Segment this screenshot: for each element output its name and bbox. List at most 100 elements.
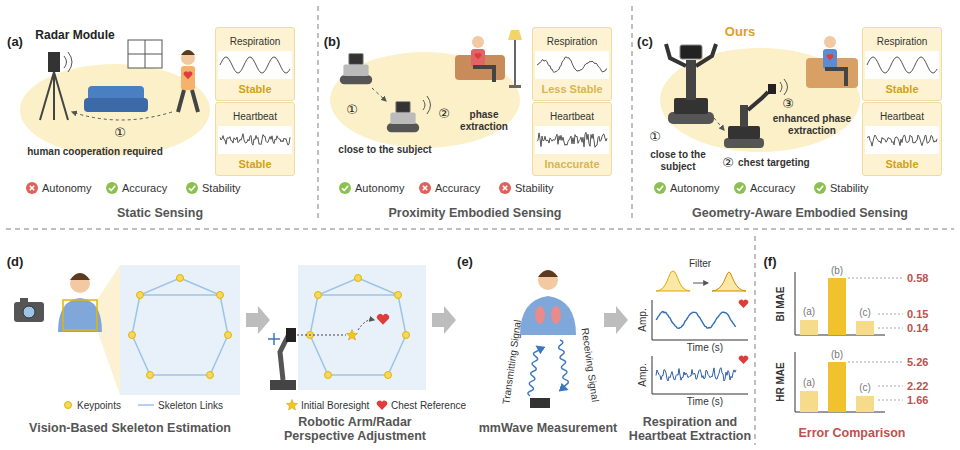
stage-title: Robotic Arm/Radar Perspective Adjustment [275, 415, 435, 444]
callout-number: ② [722, 156, 734, 171]
annotation: chest targeting [738, 157, 810, 169]
waveform [867, 135, 937, 146]
bar-label: (b) [831, 349, 843, 361]
criterion-label: Autonomy [670, 182, 720, 195]
bar-label: (a) [803, 377, 815, 389]
signal-name: Respiration [547, 36, 598, 47]
axis-label: Receiving Signal [579, 327, 601, 402]
callout-number: ② [438, 107, 450, 122]
panel-tag: (b) [324, 35, 341, 50]
signal-box: HeartbeatInaccurate [532, 102, 612, 176]
signal-wave [865, 126, 939, 154]
value-label: 5.26 [907, 356, 928, 369]
legend-sample [286, 400, 297, 411]
legend-sample [65, 402, 72, 409]
extraction-plots [652, 271, 748, 394]
wave-ground [535, 51, 609, 79]
value-label: 0.14 [907, 322, 928, 335]
signal-wave [218, 126, 292, 154]
waveform [537, 132, 607, 147]
stage-title: Respiration and Heartbeat Extraction [626, 415, 754, 444]
signal-status: Stable [885, 83, 918, 95]
error-bars [795, 272, 903, 412]
bar-label: (a) [803, 306, 815, 318]
signal-status: Stable [885, 158, 918, 170]
stage-title: mmWave Measurement [479, 421, 617, 435]
criterion-label: Autonomy [42, 182, 92, 195]
annotation: close to the subject [642, 149, 714, 172]
signal-wave [535, 126, 609, 154]
value-label: 0.58 [907, 272, 928, 285]
waveform [867, 57, 937, 73]
signal-name: Heartbeat [880, 111, 924, 122]
stage-title: Static Sensing [117, 206, 203, 220]
criterion-label: Stability [202, 182, 241, 195]
criterion-label: Stability [830, 182, 869, 195]
link-line [138, 404, 154, 406]
stage-title: Geometry-Aware Embodied Sensing [692, 206, 908, 220]
chart-title: Error Comparison [799, 426, 906, 440]
annotation: enhanced phase extraction [768, 113, 856, 136]
metric-label: BI MAE [775, 287, 787, 322]
signal-wave [535, 51, 609, 79]
panel-d-scene [14, 265, 456, 395]
signal-wave [218, 51, 292, 79]
respiration-wave [656, 312, 736, 329]
signal-box: HeartbeatStable [862, 102, 942, 176]
panel-tag: (d) [7, 255, 24, 270]
wave-ground [865, 51, 939, 79]
wave-ground [218, 126, 292, 154]
signal-box: HeartbeatStable [215, 102, 295, 176]
criterion-label: Stability [515, 182, 554, 195]
wave-ground [865, 126, 939, 154]
signal-status: Less Stable [541, 83, 602, 95]
annotation: phase extraction [453, 109, 515, 132]
panel-b-scene [330, 30, 522, 194]
panel-tag: (c) [637, 35, 653, 50]
metric-label: HR MAE [775, 362, 787, 401]
signal-box: RespirationStable [862, 27, 942, 101]
wave-ground [218, 51, 292, 79]
signal-name: Heartbeat [233, 111, 277, 122]
legend-sample [138, 405, 154, 406]
value-label: 1.66 [907, 394, 928, 407]
callout-number: ① [346, 103, 358, 118]
separators [6, 6, 954, 445]
signal-status: Stable [238, 83, 271, 95]
signal-box: RespirationStable [215, 27, 295, 101]
signal-box: RespirationLess Stable [532, 27, 612, 101]
panel-e-scene [520, 270, 628, 408]
value-label: 2.22 [907, 380, 928, 393]
axis-label: Time (s) [687, 396, 723, 408]
legend-text: Skeleton Links [158, 400, 223, 411]
keypoint-dot [65, 402, 72, 409]
stage-title: Proximity Embodied Sensing [389, 206, 562, 220]
star-symbol [286, 400, 297, 411]
value-label: 0.15 [907, 308, 928, 321]
panel-tag: (e) [457, 255, 473, 270]
waveform [220, 134, 290, 145]
axis-label: Amp. [637, 308, 649, 331]
callout-number: ① [114, 126, 126, 141]
wave-ground [535, 126, 609, 154]
legend-text: Chest Reference [391, 400, 466, 411]
criterion-label: Accuracy [122, 182, 167, 195]
waveform [537, 57, 607, 73]
criterion-label: Accuracy [435, 182, 480, 195]
legend-text: Keypoints [77, 400, 121, 411]
heart-symbol [377, 401, 387, 410]
callout-number: ① [649, 130, 661, 145]
annotation: close to the subject [338, 144, 431, 156]
legend-sample [377, 401, 387, 410]
signal-status: Stable [238, 158, 271, 170]
panel-a-scene [20, 40, 210, 194]
criterion-label: Autonomy [355, 182, 405, 195]
axis-label: Amp. [637, 363, 649, 386]
panel-tag: (a) [7, 35, 23, 50]
panel-tag: (f) [764, 255, 777, 270]
axis-label: Filter [689, 258, 711, 270]
signal-name: Respiration [230, 36, 281, 47]
signal-name: Heartbeat [550, 111, 594, 122]
legend-text: Initial Boresight [301, 400, 369, 411]
heartbeat-wave [656, 368, 736, 381]
